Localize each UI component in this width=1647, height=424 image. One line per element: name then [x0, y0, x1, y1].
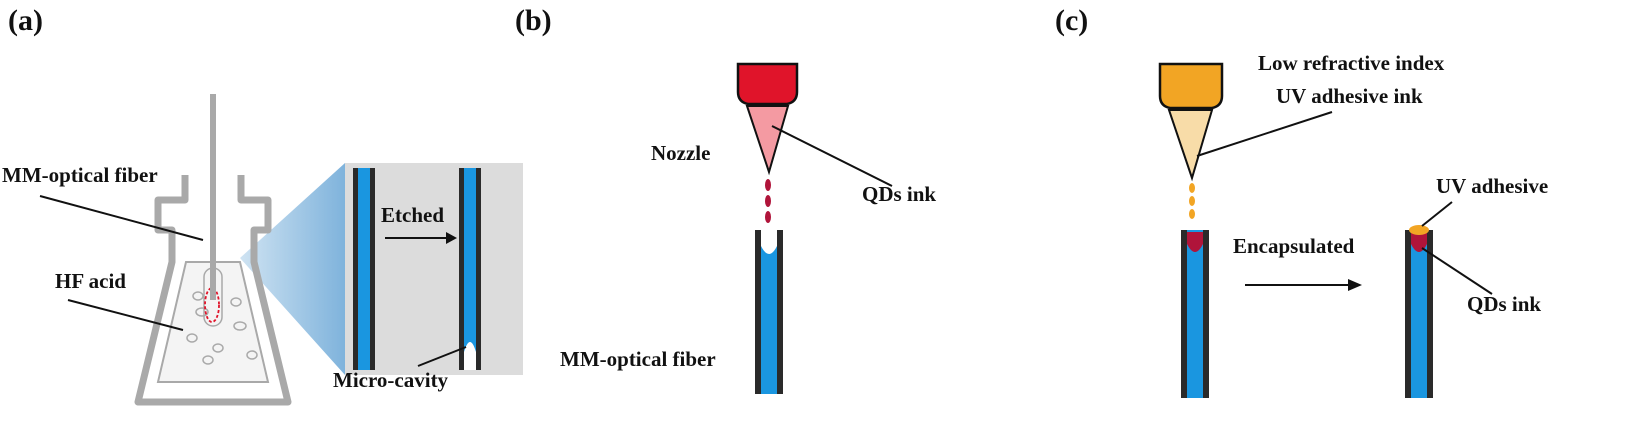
- uv-adhesive-cap: [1409, 225, 1429, 235]
- panel-a-tag: (a): [8, 4, 43, 37]
- mm-optical-fiber-b: [755, 230, 783, 394]
- uv-adhesive-label: UV adhesive: [1436, 174, 1548, 198]
- etched-region-marker: [204, 287, 220, 323]
- nozzle-label: Nozzle: [651, 141, 710, 165]
- qds-leader-line-c: [1421, 247, 1493, 295]
- ink-label-line1: Low refractive index: [1258, 51, 1445, 75]
- fiber-encapsulated: [1405, 225, 1433, 398]
- encapsulated-label: Encapsulated: [1233, 234, 1355, 258]
- qds-ink-label-b: QDs ink: [862, 182, 936, 206]
- uv-nozzle: [1158, 62, 1224, 182]
- mm-optical-fiber-label: MM-optical fiber: [2, 163, 158, 187]
- panel-b-tag: (b): [515, 4, 552, 37]
- micro-cavity-shape: [464, 342, 476, 370]
- qds-fill-left: [1187, 232, 1203, 252]
- mm-optical-fiber-label-b: MM-optical fiber: [560, 347, 716, 371]
- erlenmeyer-flask: [134, 94, 292, 406]
- ink-label-line2: UV adhesive ink: [1276, 84, 1423, 108]
- panel-a: (a): [2, 4, 523, 406]
- uv-droplets: [1189, 183, 1195, 219]
- magnification-beam: [240, 163, 345, 375]
- etch-arrowhead: [446, 232, 457, 244]
- panel-c: (c) Encapsulated Low re: [1055, 4, 1548, 398]
- nozzle: [736, 62, 799, 176]
- uv-nozzle-reservoir: [1158, 62, 1224, 110]
- etched-label: Etched: [381, 203, 444, 227]
- micro-cavity-label: Micro-cavity: [333, 368, 449, 392]
- qds-fill-right: [1411, 232, 1427, 252]
- qds-ink-label-c: QDs ink: [1467, 292, 1541, 316]
- fiber-leader-line: [39, 195, 204, 241]
- uv-ink-leader-line: [1196, 111, 1333, 157]
- flask-outline: [134, 175, 292, 406]
- cavity-leader-line: [417, 346, 467, 367]
- etched-fiber: [459, 168, 481, 370]
- qds-droplets: [765, 179, 771, 223]
- acid-leader-line: [67, 299, 184, 331]
- hf-acid-label: HF acid: [55, 269, 126, 293]
- nozzle-tip: [745, 105, 790, 176]
- encapsulate-arrowhead: [1348, 279, 1362, 291]
- uv-nozzle-tip: [1167, 109, 1214, 182]
- acid-bubbles: [186, 291, 258, 365]
- panel-c-tag: (c): [1055, 4, 1088, 37]
- unetched-fiber: [353, 168, 375, 370]
- panel-b: (b) Nozzle QDs ink MM-optical fiber: [515, 4, 936, 394]
- uv-adhesive-leader-line: [1421, 201, 1453, 227]
- ink-leader-line: [771, 125, 893, 187]
- micro-cavity-b: [761, 230, 777, 254]
- hf-acid-liquid: [156, 261, 270, 383]
- fiber-with-qds: [1181, 230, 1209, 398]
- nozzle-reservoir: [736, 62, 799, 106]
